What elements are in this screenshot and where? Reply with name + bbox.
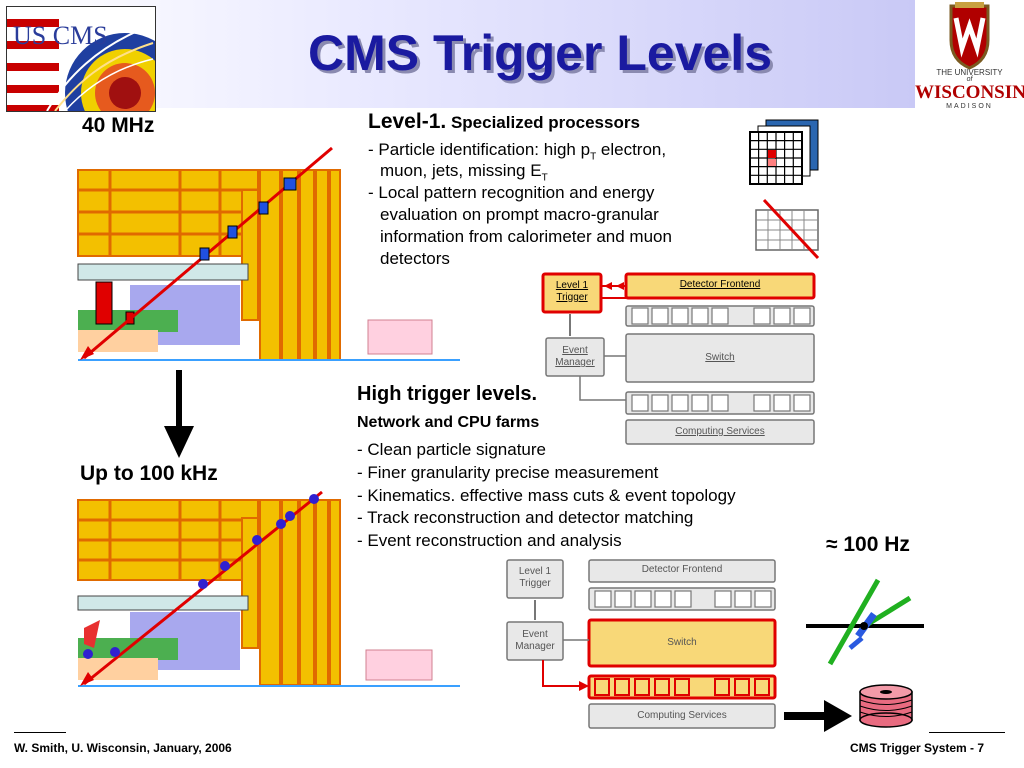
high-level-bullet-5: - Event reconstruction and analysis [357,531,622,550]
uw-line1: THE UNIVERSITY [936,68,1003,77]
track-point [309,494,319,504]
disk-storage-icon [859,684,913,728]
calorimeter-blocks [77,169,341,361]
muon-hit [227,225,238,239]
event-manager-label: Event Manager [507,629,563,653]
detector-frontend-label: Detector Frontend [679,279,761,290]
high-level-subheading: Network and CPU farms [357,414,540,431]
jet-spray-icon [84,620,100,648]
uscms-logo: US CMS [6,6,156,112]
uw-crest-icon [949,2,990,70]
track-point [110,647,120,657]
level1-bullet-2d: detectors [380,249,450,268]
level1-bullet-1-text: - Particle identification: high p [368,140,591,159]
diagram-bottom-graphics [506,559,777,729]
switch-label: Switch [667,637,697,648]
trigger-architecture-diagram-top: Level 1 Trigger Detector Frontend Event … [540,270,818,448]
tracker-strip [77,595,249,611]
level1-bullet-2c: information from calorimeter and muon [380,227,672,246]
level1-heading-rest: Specialized processors [446,113,640,132]
output-rate-label: ≈ 100 Hz [826,533,910,556]
track-arrowhead [80,672,94,686]
muon-hit [258,201,269,215]
level1-bullet-1b-text: muon, jets, missing E [380,161,542,180]
muon-hit [199,247,210,261]
level1-bullet-1-tail: electron, [596,140,667,159]
event-manager-line1: Event [562,345,588,356]
level1-trigger-label: Level 1 Trigger [543,280,601,304]
tracker-strip [77,263,249,281]
muon-grid-icon [755,198,820,260]
event-manager-line1: Event [522,629,548,640]
level1-label-line1: Level 1 [518,566,552,577]
event-manager-label: Event Manager [546,345,604,369]
uw-line2: of [966,76,973,83]
high-level-bullet-4: - Track reconstruction and detector matc… [357,508,694,527]
event-manager-line2: Manager [555,357,595,368]
level1-label-line1: Level 1 [555,280,589,291]
muon-chamber-box [365,649,433,681]
high-level-bullet-3: - Kinematics. effective mass cuts & even… [357,486,736,505]
footer-divider-left [14,732,66,733]
down-arrow-icon [164,370,194,458]
rate-40mhz: 40 MHz [82,114,155,137]
uw-line3: WISCONSIN [915,82,1024,103]
hit-cluster-large [95,281,113,325]
switch-label: Switch [705,352,735,363]
detector-quadrant-high-level [77,490,460,687]
track-point [285,511,295,521]
footer-page-label: CMS Trigger System - 7 [850,741,985,755]
track-arrowhead [80,346,94,360]
detector-quadrant-level1 [77,146,460,361]
level1-bullet-1b: muon, jets, missing ET [380,160,548,188]
uscms-logo-graphic [7,7,155,111]
calorimeter-grid-icon [749,119,819,185]
muon-hit [283,177,297,191]
track-point [252,535,262,545]
pt-subscript: T [590,151,597,163]
computing-services-label: Computing Services [675,426,765,437]
track-point [198,579,208,589]
level1-heading-bold: Level-1. [368,110,447,133]
university-of-wisconsin-logo: THE UNIVERSITY of WISCONSIN MADISON [915,0,1024,112]
track-point [220,561,230,571]
high-level-heading: High trigger levels. [357,383,538,405]
level1-label-line2: Trigger [519,578,551,589]
level1-bullet-2: - Local pattern recognition and energy [368,183,655,202]
high-level-bullet-1: - Clean particle signature [357,440,546,459]
rate-100khz: Up to 100 kHz [80,462,218,485]
slide-title: CMS Trigger Levels [307,25,773,81]
diagram-top-graphics [541,272,816,445]
level1-bullet-2b: evaluation on prompt macro-granular [380,205,659,224]
detector-frontend-label: Detector Frontend [641,564,723,575]
footer-divider-right [929,732,1005,733]
uscms-logo-text: US CMS [13,21,108,50]
level1-heading: Level-1. Specialized processors [368,110,640,134]
muon-chamber-box [367,319,433,355]
high-level-bullet-2: - Finer granularity precise measurement [357,463,659,482]
event-manager-line2: Manager [515,641,555,652]
et-subscript: T [541,172,548,184]
footer-author: W. Smith, U. Wisconsin, January, 2006 [14,741,232,755]
level1-bullet-1: - Particle identification: high pT elect… [368,139,666,167]
event-display-icon [806,578,924,666]
right-arrow-icon [784,700,852,732]
level1-trigger-label: Level 1 Trigger [507,566,563,590]
calorimeter-blocks [77,499,341,686]
computing-services-label: Computing Services [637,710,727,721]
trigger-architecture-diagram-bottom: Level 1 Trigger Detector Frontend Event … [503,556,779,732]
track-point [83,649,93,659]
level1-label-line2: Trigger [556,292,588,303]
track-point [276,519,286,529]
uw-line4: MADISON [946,103,993,110]
